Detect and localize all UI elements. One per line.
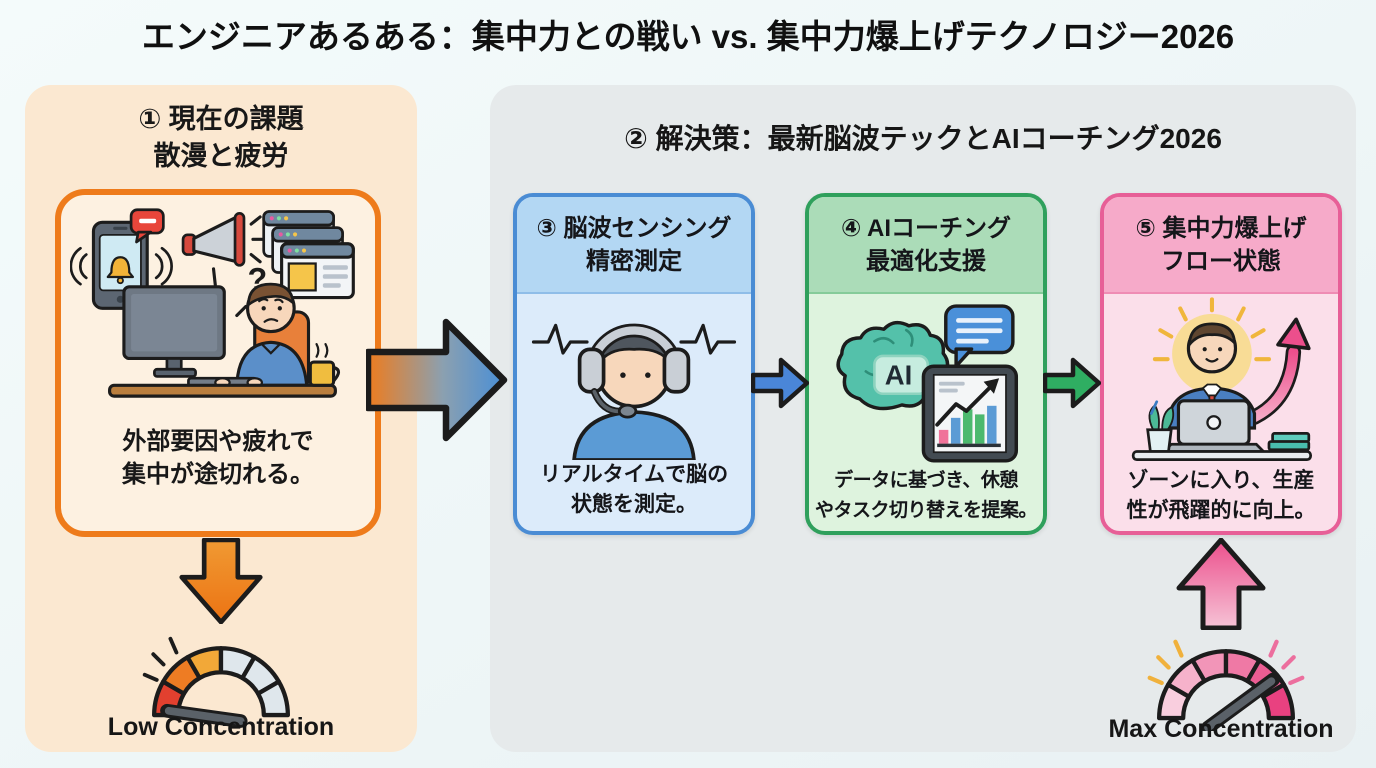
card-eeg-caption-line2: 状態を測定。	[571, 493, 697, 516]
max-gauge-sparks-yellow	[1147, 639, 1184, 686]
card-eeg-caption: リアルタイムで脳の 状態を測定。	[517, 460, 751, 531]
ai-badge: AI	[885, 359, 913, 390]
problem-caption: 外部要因や疲れで 集中が途切れる。	[61, 425, 375, 491]
card-eeg-heading-line2: 精密測定	[586, 247, 682, 275]
page-title: エンジニアあるある：集中力との戦い vs. 集中力爆上げテクノロジー2026	[141, 18, 1235, 55]
card-flow-state: ⑤ 集中力爆上げ フロー状態	[1100, 193, 1342, 535]
brainwave-icon	[531, 323, 589, 355]
glow-rays-icon	[1152, 297, 1272, 362]
plant-icon	[1146, 400, 1175, 453]
card-flow-caption: ゾーンに入り、生産 性が飛躍的に向上。	[1104, 466, 1338, 531]
up-arrow	[1176, 538, 1266, 630]
card-ai-heading-line1: ④ AIコーチング	[840, 214, 1012, 242]
low-gauge-sparks	[142, 636, 179, 682]
books-icon	[1267, 432, 1311, 452]
card-eeg-caption-line1: リアルタイムで脳の	[539, 463, 729, 486]
distraction-illustration: ?	[70, 208, 355, 398]
problem-caption-line2: 集中が途切れる。	[122, 461, 314, 488]
laptop-icon	[1160, 399, 1267, 453]
card-flow-header: ⑤ 集中力爆上げ フロー状態	[1104, 197, 1338, 294]
card-eeg-header: ③ 脳波センシング 精密測定	[517, 197, 751, 294]
max-gauge-label: Max Concentration	[1108, 715, 1334, 743]
solution-heading: ② 解決策：最新脳波テックとAIコーチング2026	[624, 123, 1222, 154]
card3-to-card4-arrow	[751, 357, 809, 409]
chat-bubble-icon	[944, 304, 1015, 368]
max-gauge-sparks-pink	[1268, 639, 1305, 686]
card-flow-heading-line1: ⑤ 集中力爆上げ	[1135, 214, 1307, 242]
headset-person-illustration	[531, 323, 737, 460]
card-eeg-sensing: ③ 脳波センシング 精密測定	[513, 193, 755, 535]
problem-card: ?	[55, 189, 381, 537]
card-flow-heading-line2: フロー状態	[1161, 247, 1281, 275]
card-ai-coaching: ④ AIコーチング 最適化支援 AI	[805, 193, 1047, 535]
max-gauge	[1147, 639, 1305, 731]
card4-to-card5-arrow	[1043, 357, 1101, 409]
solution-panel: ② 解決策：最新脳波テックとAIコーチング2026 ③ 脳波センシング 精密測定	[490, 85, 1356, 752]
problem-to-solution-arrow	[366, 318, 508, 442]
brainwave-icon	[679, 323, 737, 355]
ai-brain-illustration: AI	[836, 304, 1019, 463]
stressed-engineer-illustration	[108, 282, 337, 398]
low-gauge-label: Low Concentration	[107, 713, 335, 741]
flow-engineer-illustration	[1131, 297, 1312, 462]
card-ai-header: ④ AIコーチング 最適化支援	[809, 197, 1043, 294]
card-eeg-heading-line1: ③ 脳波センシング	[536, 214, 732, 242]
ai-brain-icon: AI	[836, 320, 950, 411]
problem-caption-line1: 外部要因や疲れで	[122, 428, 314, 455]
low-gauge	[142, 636, 291, 728]
problem-heading-line1: ① 現在の課題	[138, 104, 304, 134]
rising-arrow-icon	[1246, 317, 1311, 425]
coffee-mug-icon	[308, 343, 341, 387]
analytics-tablet-icon	[921, 364, 1019, 463]
card-ai-heading-line2: 最適化支援	[866, 247, 986, 275]
card-ai-caption-line2: やタスク切り替えを提案。	[814, 500, 1038, 521]
problem-heading: ① 現在の課題 散漫と疲労	[25, 101, 417, 175]
card-flow-caption-line1: ゾーンに入り、生産	[1127, 469, 1315, 492]
card-ai-caption: データに基づき、休憩 やタスク切り替えを提案。	[809, 466, 1043, 531]
browser-windows-icon	[262, 210, 355, 300]
problem-panel: ① 現在の課題 散漫と疲労	[25, 85, 417, 752]
card-flow-caption-line2: 性が飛躍的に向上。	[1126, 499, 1316, 522]
megaphone-icon	[181, 211, 266, 267]
down-arrow	[179, 538, 263, 624]
card-ai-caption-line1: データに基づき、休憩	[834, 470, 1018, 491]
desk	[1131, 450, 1312, 462]
gauge-needle	[160, 703, 248, 728]
problem-heading-line2: 散漫と疲労	[153, 141, 289, 171]
gauge-needle	[1201, 672, 1280, 731]
